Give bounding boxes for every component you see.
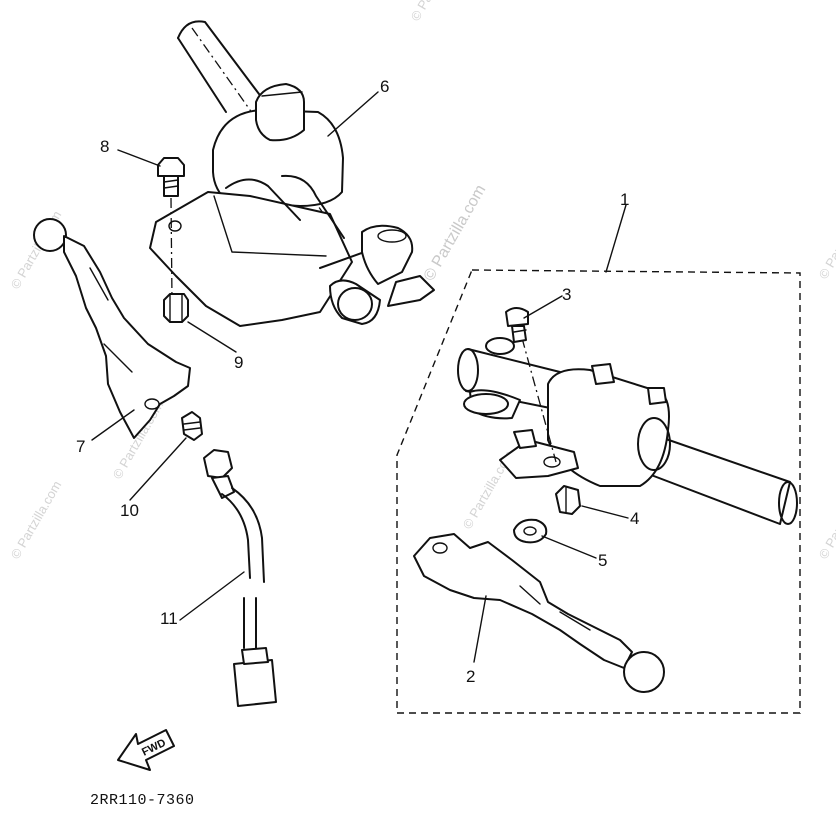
watermark-top-1: © Partzilla.com: [408, 0, 465, 24]
callout-4: 4: [630, 509, 639, 528]
callout-6: 6: [380, 77, 389, 96]
nut-9: [163, 293, 189, 323]
callout-9: 9: [234, 353, 243, 372]
throttle-housing: [149, 20, 435, 327]
nut-4: [555, 485, 581, 515]
callouts: 1 2 3 4 5 6 7 8 9 10 11: [76, 77, 639, 686]
lever-7: [33, 218, 191, 439]
callout-8: 8: [100, 137, 109, 156]
callout-2: 2: [466, 667, 475, 686]
cable-11: [203, 449, 277, 707]
bolt-8: [157, 157, 185, 301]
bolt-3: [505, 307, 529, 343]
leader-lines: [91, 91, 629, 663]
callout-10: 10: [120, 501, 139, 520]
lever-2: [413, 533, 665, 693]
callout-7: 7: [76, 437, 85, 456]
fwd-arrow-icon: FWD: [117, 729, 175, 771]
callout-5: 5: [598, 551, 607, 570]
clutch-assembly: [457, 337, 798, 525]
watermark-center: © Partzilla.com: [421, 182, 490, 284]
switch-10: [181, 411, 203, 441]
watermark-right-2: © Partzilla.com: [816, 478, 836, 561]
callout-11: 11: [160, 609, 178, 628]
callout-3: 3: [562, 285, 571, 304]
diagram-code: 2RR110-7360: [90, 792, 195, 809]
watermark-right-1: © Partzilla.com: [816, 198, 836, 281]
callout-1: 1: [620, 190, 629, 209]
washer-5: [513, 518, 548, 544]
watermark-left-2: © Partzilla.com: [8, 478, 65, 561]
